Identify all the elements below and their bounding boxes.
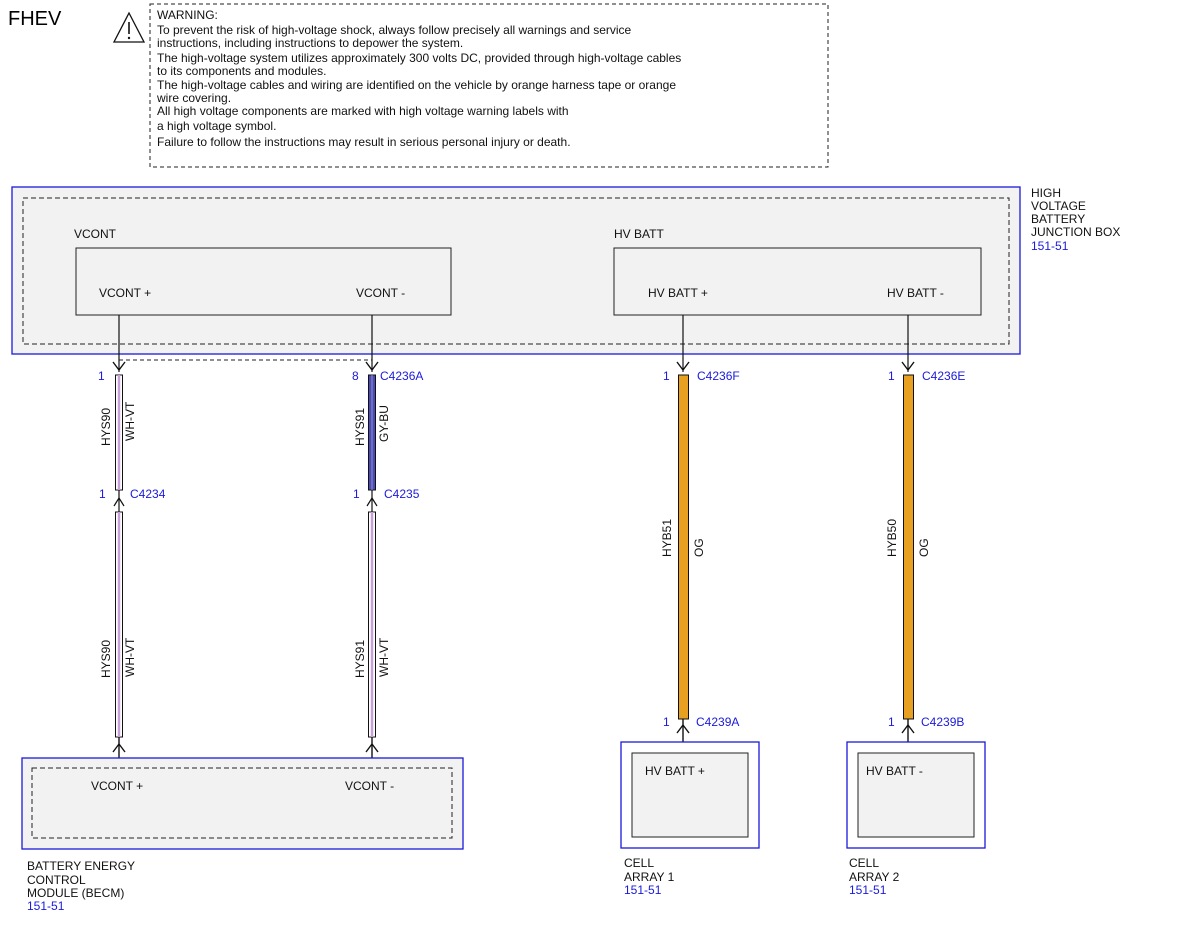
w3-top-connector: C4236F [697,369,740,383]
cell1-pin-label: HV BATT + [645,764,705,778]
w4-color: OG [917,538,931,557]
svg-text:BATTERY: BATTERY [1031,212,1085,226]
w1-top-pin: 1 [98,369,105,383]
cell1-ref: 151-51 [624,883,662,897]
svg-text:BATTERY ENERGY: BATTERY ENERGY [27,859,135,873]
cell-array-2-name: CELL ARRAY 2 151-51 [849,856,900,897]
w2-mid-pin: 1 [353,487,360,501]
w2-top-pin: 8 [352,369,359,383]
svg-text:wire covering.: wire covering. [156,91,231,105]
cell2-pin-label: HV BATT - [866,764,923,778]
page-title: FHEV [8,8,62,30]
cell2-ref: 151-51 [849,883,887,897]
jb-connector-arrows [112,361,915,372]
svg-text:instructions, including instru: instructions, including instructions to … [157,36,463,50]
becm-name: BATTERY ENERGY CONTROL MODULE (BECM) 151… [27,859,135,913]
jb-vcont-plus-label: VCONT + [99,286,151,300]
wire-hys90-lower [115,511,123,738]
svg-text:to its components and modules.: to its components and modules. [157,64,326,78]
becm-vcont-minus-label: VCONT - [345,779,394,793]
svg-text:ARRAY 1: ARRAY 1 [624,870,675,884]
vcont-group-label: VCONT [74,227,117,241]
svg-text:a high voltage symbol.: a high voltage symbol. [157,119,276,133]
w1-lower-color: WH-VT [123,637,137,677]
junction-box: VCONT HV BATT VCONT + VCONT - HV BATT + … [11,186,1021,355]
jb-pin-stubs [118,315,909,372]
svg-text:MODULE (BECM): MODULE (BECM) [27,886,124,900]
warning-box [149,3,829,168]
w4-circuit: HYB50 [885,519,899,557]
svg-text:CELL: CELL [624,856,654,870]
warning-text: WARNING: To prevent the risk of high-vol… [156,8,681,149]
w4-top-connector: C4236E [922,369,965,383]
w2-top-connector: C4236A [380,369,423,383]
wire-hys91-upper [368,374,376,491]
hvbatt-group-label: HV BATT [614,227,664,241]
w3-top-pin: 1 [663,369,670,383]
w1-mid-connector: C4234 [130,487,166,501]
svg-text:WARNING:: WARNING: [157,8,218,22]
w4-bottom-connector: C4239B [921,715,964,729]
wire-hyb50 [903,374,914,720]
cell-array-1-name: CELL ARRAY 1 151-51 [624,856,675,897]
wire-hys90-upper [115,374,123,491]
w4-bottom-pin: 1 [888,715,895,729]
jb-hvbatt-minus-label: HV BATT - [887,286,944,300]
svg-text:HIGH: HIGH [1031,186,1061,200]
w2-upper-circuit: HYS91 [353,408,367,446]
junction-box-ref: 151-51 [1031,239,1069,253]
inline-connector-marks [113,490,378,512]
w1-upper-circuit: HYS90 [99,408,113,446]
svg-text:The high-voltage system utiliz: The high-voltage system utilizes approxi… [157,51,681,65]
becm-module: VCONT + VCONT - [21,757,464,850]
warning-triangle-icon [112,11,146,43]
w3-bottom-pin: 1 [663,715,670,729]
w1-lower-circuit: HYS90 [99,640,113,678]
svg-text:JUNCTION BOX: JUNCTION BOX [1031,225,1120,239]
w2-mid-connector: C4235 [384,487,420,501]
w2-lower-circuit: HYS91 [353,640,367,678]
w1-mid-pin: 1 [99,487,106,501]
w3-bottom-connector: C4239A [696,715,739,729]
jb-hvbatt-plus-label: HV BATT + [648,286,708,300]
w3-color: OG [692,538,706,557]
wire-hyb51 [678,374,689,720]
cell-array-2: HV BATT - [846,741,986,849]
w4-top-pin: 1 [888,369,895,383]
svg-text:CONTROL: CONTROL [27,873,86,887]
w2-upper-color: GY-BU [377,405,391,442]
junction-box-name: HIGH VOLTAGE BATTERY JUNCTION BOX 151-51 [1031,186,1120,253]
becm-ref: 151-51 [27,899,65,913]
becm-vcont-plus-label: VCONT + [91,779,143,793]
svg-text:CELL: CELL [849,856,879,870]
svg-text:ARRAY 2: ARRAY 2 [849,870,900,884]
svg-text:VOLTAGE: VOLTAGE [1031,199,1086,213]
w1-upper-color: WH-VT [123,401,137,441]
svg-text:To prevent the risk of high-vo: To prevent the risk of high-voltage shoc… [157,23,632,37]
w2-lower-color: WH-VT [377,637,391,677]
svg-text:The high-voltage cables and wi: The high-voltage cables and wiring are i… [157,78,676,92]
svg-text:All high voltage components ar: All high voltage components are marked w… [157,104,569,118]
wire-hys91-lower [368,511,376,738]
svg-text:Failure to follow the instruct: Failure to follow the instructions may r… [157,135,571,149]
jb-vcont-minus-label: VCONT - [356,286,405,300]
w3-circuit: HYB51 [660,519,674,557]
cell-array-1: HV BATT + [620,741,760,849]
